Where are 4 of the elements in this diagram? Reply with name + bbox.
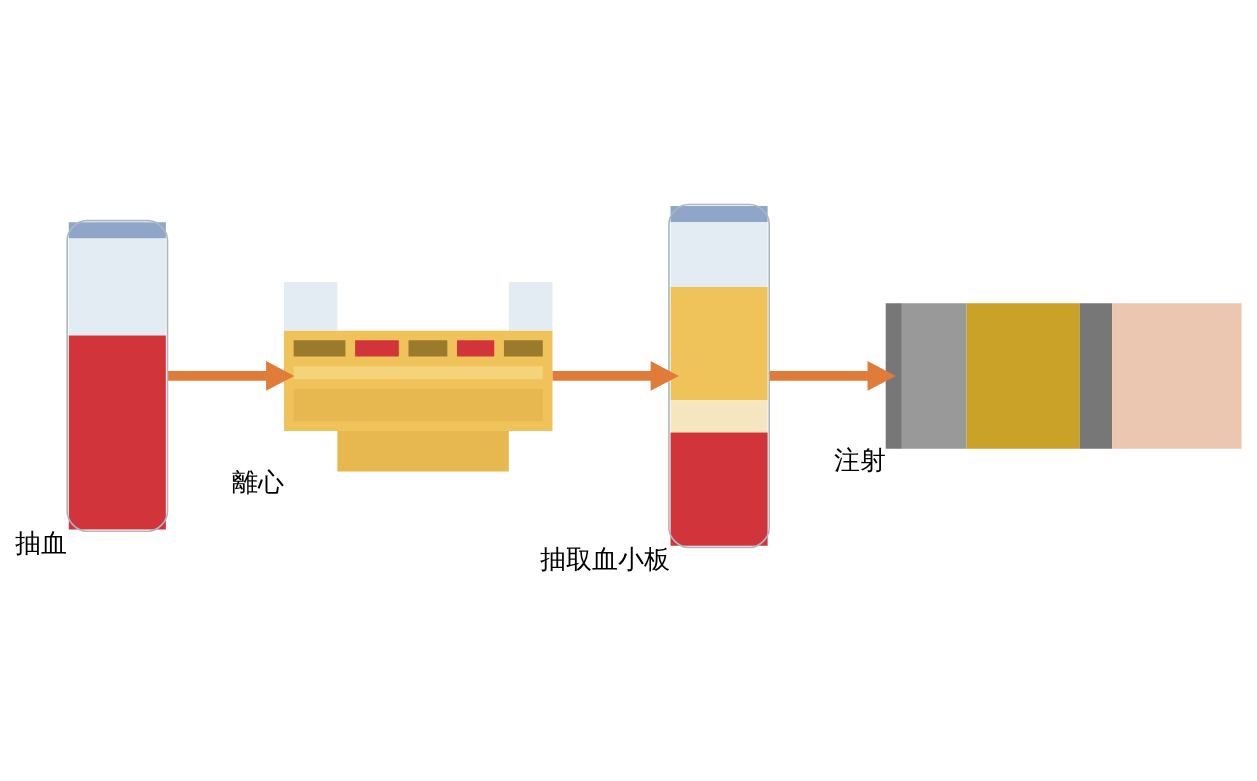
node-label: 注射 xyxy=(833,445,886,476)
node-label: 離心 xyxy=(232,467,285,498)
node-label: 抽取血小板 xyxy=(540,544,671,575)
node-label: 抽血 xyxy=(15,527,68,558)
